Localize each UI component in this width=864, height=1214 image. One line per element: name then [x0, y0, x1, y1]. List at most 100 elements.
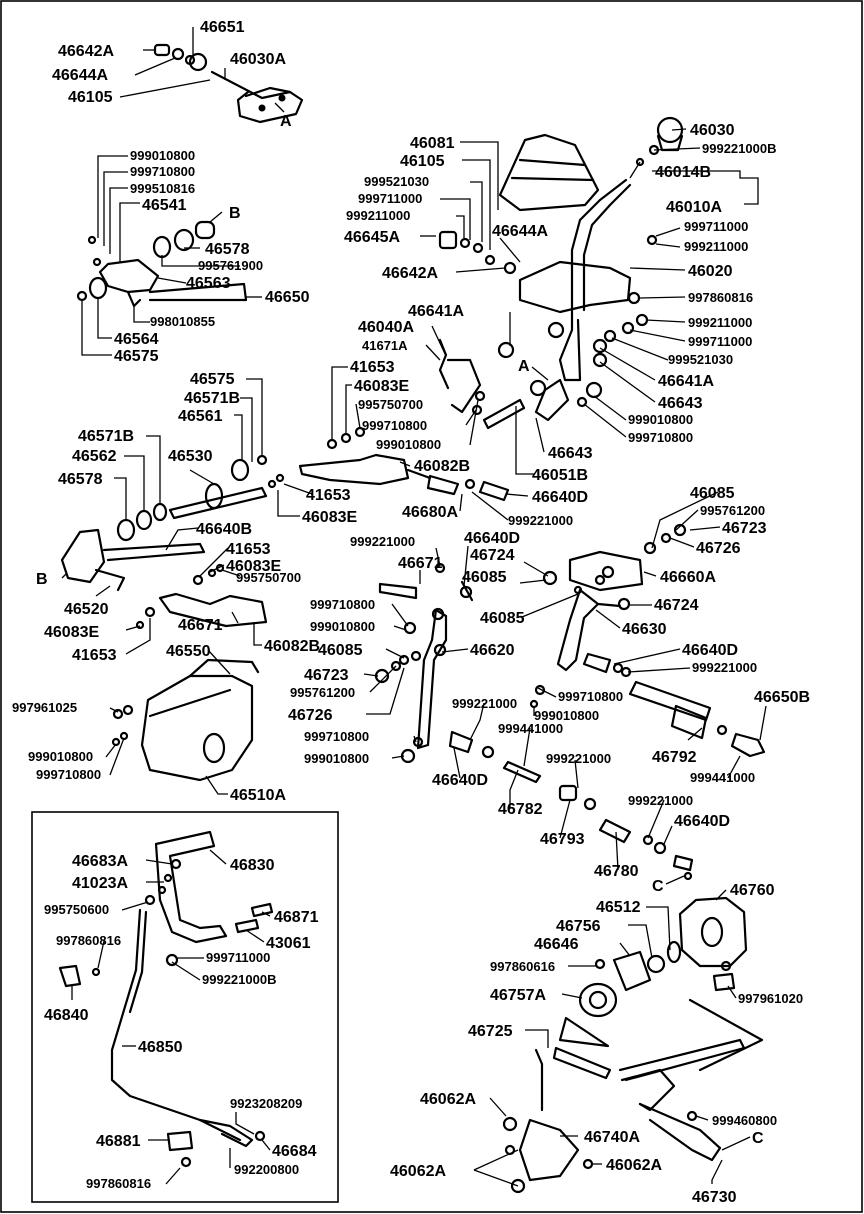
label-46062A: 46062A	[390, 1163, 446, 1180]
label-46571B: 46571B	[78, 428, 134, 445]
label-41023A: 41023A	[72, 875, 128, 892]
label-999211000: 999211000	[346, 208, 410, 223]
label-46641A: 46641A	[408, 303, 464, 320]
label-997860816: 997860816	[56, 933, 121, 948]
rod-46082B-lower	[135, 563, 268, 630]
label-997961025: 997961025	[12, 700, 77, 715]
label-46105: 46105	[68, 89, 113, 106]
label-999521030: 999521030	[364, 174, 429, 189]
label-46020: 46020	[688, 263, 733, 280]
label-46510A: 46510A	[230, 787, 286, 804]
part-drawings	[58, 43, 766, 1194]
label-997860816: 997860816	[688, 290, 753, 305]
label-46085: 46085	[318, 642, 363, 659]
label-46757A: 46757A	[490, 987, 546, 1004]
label-46062A: 46062A	[606, 1157, 662, 1174]
label-46051B: 46051B	[532, 467, 588, 484]
label-46646: 46646	[534, 936, 579, 953]
label-46723: 46723	[304, 667, 349, 684]
label-46010A: 46010A	[666, 199, 722, 216]
label-46642A: 46642A	[58, 43, 114, 60]
label-41653: 41653	[72, 647, 117, 664]
label-46650: 46650	[265, 289, 310, 306]
label-46793: 46793	[540, 831, 585, 848]
label-46671: 46671	[178, 617, 223, 634]
label-46082B: 46082B	[414, 458, 470, 475]
label-46642A: 46642A	[382, 265, 438, 282]
lever-bracket-46030A	[153, 43, 304, 124]
label-46640D: 46640D	[432, 772, 488, 789]
label-46014B: 46014B	[655, 164, 711, 181]
label-46756: 46756	[556, 918, 601, 935]
label-43061: 43061	[266, 935, 311, 952]
label-46640D: 46640D	[674, 813, 730, 830]
label-46671: 46671	[398, 555, 443, 572]
label-46062A: 46062A	[420, 1091, 476, 1108]
label-999221000B: 999221000B	[702, 141, 776, 156]
label-995761200: 995761200	[290, 685, 355, 700]
label-C: C	[752, 1130, 764, 1147]
label-46782: 46782	[498, 801, 543, 818]
shift-lever-46010A	[438, 116, 684, 422]
label-46578: 46578	[205, 241, 250, 258]
label-999221000B: 999221000B	[202, 972, 276, 987]
label-41653: 41653	[306, 487, 351, 504]
label-46740A: 46740A	[584, 1129, 640, 1146]
label-46082B: 46082B	[264, 638, 320, 655]
label-999211000: 999211000	[688, 315, 752, 330]
label-999711000: 999711000	[684, 219, 748, 234]
label-46651: 46651	[200, 19, 245, 36]
label-992200800: 992200800	[234, 1162, 299, 1177]
label-46644A: 46644A	[52, 67, 108, 84]
label-997961020: 997961020	[738, 991, 803, 1006]
label-46030: 46030	[690, 122, 735, 139]
label-999010800: 999010800	[28, 749, 93, 764]
label-46512: 46512	[596, 899, 641, 916]
label-46578: 46578	[58, 471, 103, 488]
label-B: B	[229, 205, 241, 222]
label-46562: 46562	[72, 448, 117, 465]
label-41653: 41653	[226, 541, 271, 558]
label-46081: 46081	[410, 135, 455, 152]
label-46575: 46575	[114, 348, 159, 365]
label-46640D: 46640D	[532, 489, 588, 506]
label-999521030: 999521030	[668, 352, 733, 367]
label-46780: 46780	[594, 863, 639, 880]
label-46684: 46684	[272, 1143, 317, 1160]
label-46620: 46620	[470, 642, 515, 659]
label-999711000: 999711000	[206, 950, 270, 965]
label-46575: 46575	[190, 371, 235, 388]
label-46630: 46630	[622, 621, 667, 638]
label-999221000: 999221000	[452, 696, 517, 711]
label-46725: 46725	[468, 1023, 513, 1040]
label-B: B	[36, 571, 48, 588]
label-999710800: 999710800	[36, 767, 101, 782]
label-999710800: 999710800	[628, 430, 693, 445]
label-997860816: 997860816	[86, 1176, 151, 1191]
label-46030A: 46030A	[230, 51, 286, 68]
label-46085: 46085	[462, 569, 507, 586]
label-46083E: 46083E	[354, 378, 409, 395]
label-995750600: 995750600	[44, 902, 109, 917]
label-46760: 46760	[730, 882, 775, 899]
bracket-46510A	[111, 658, 260, 782]
label-46792: 46792	[652, 749, 697, 766]
label-46830: 46830	[230, 857, 275, 874]
label-999211000: 999211000	[684, 239, 748, 254]
label-999710800: 999710800	[362, 418, 427, 433]
label-46561: 46561	[178, 408, 223, 425]
label-999510816: 999510816	[130, 181, 195, 196]
label-46083E: 46083E	[226, 558, 281, 575]
label-46564: 46564	[114, 331, 159, 348]
clutch-inset-box	[31, 811, 339, 1203]
label-46530: 46530	[168, 448, 213, 465]
label-999711000: 999711000	[688, 334, 752, 349]
label-46726: 46726	[696, 540, 741, 557]
label-46643: 46643	[548, 445, 593, 462]
label-995750700: 995750700	[236, 570, 301, 585]
label-41653: 41653	[350, 359, 395, 376]
label-999460800: 999460800	[712, 1113, 777, 1128]
